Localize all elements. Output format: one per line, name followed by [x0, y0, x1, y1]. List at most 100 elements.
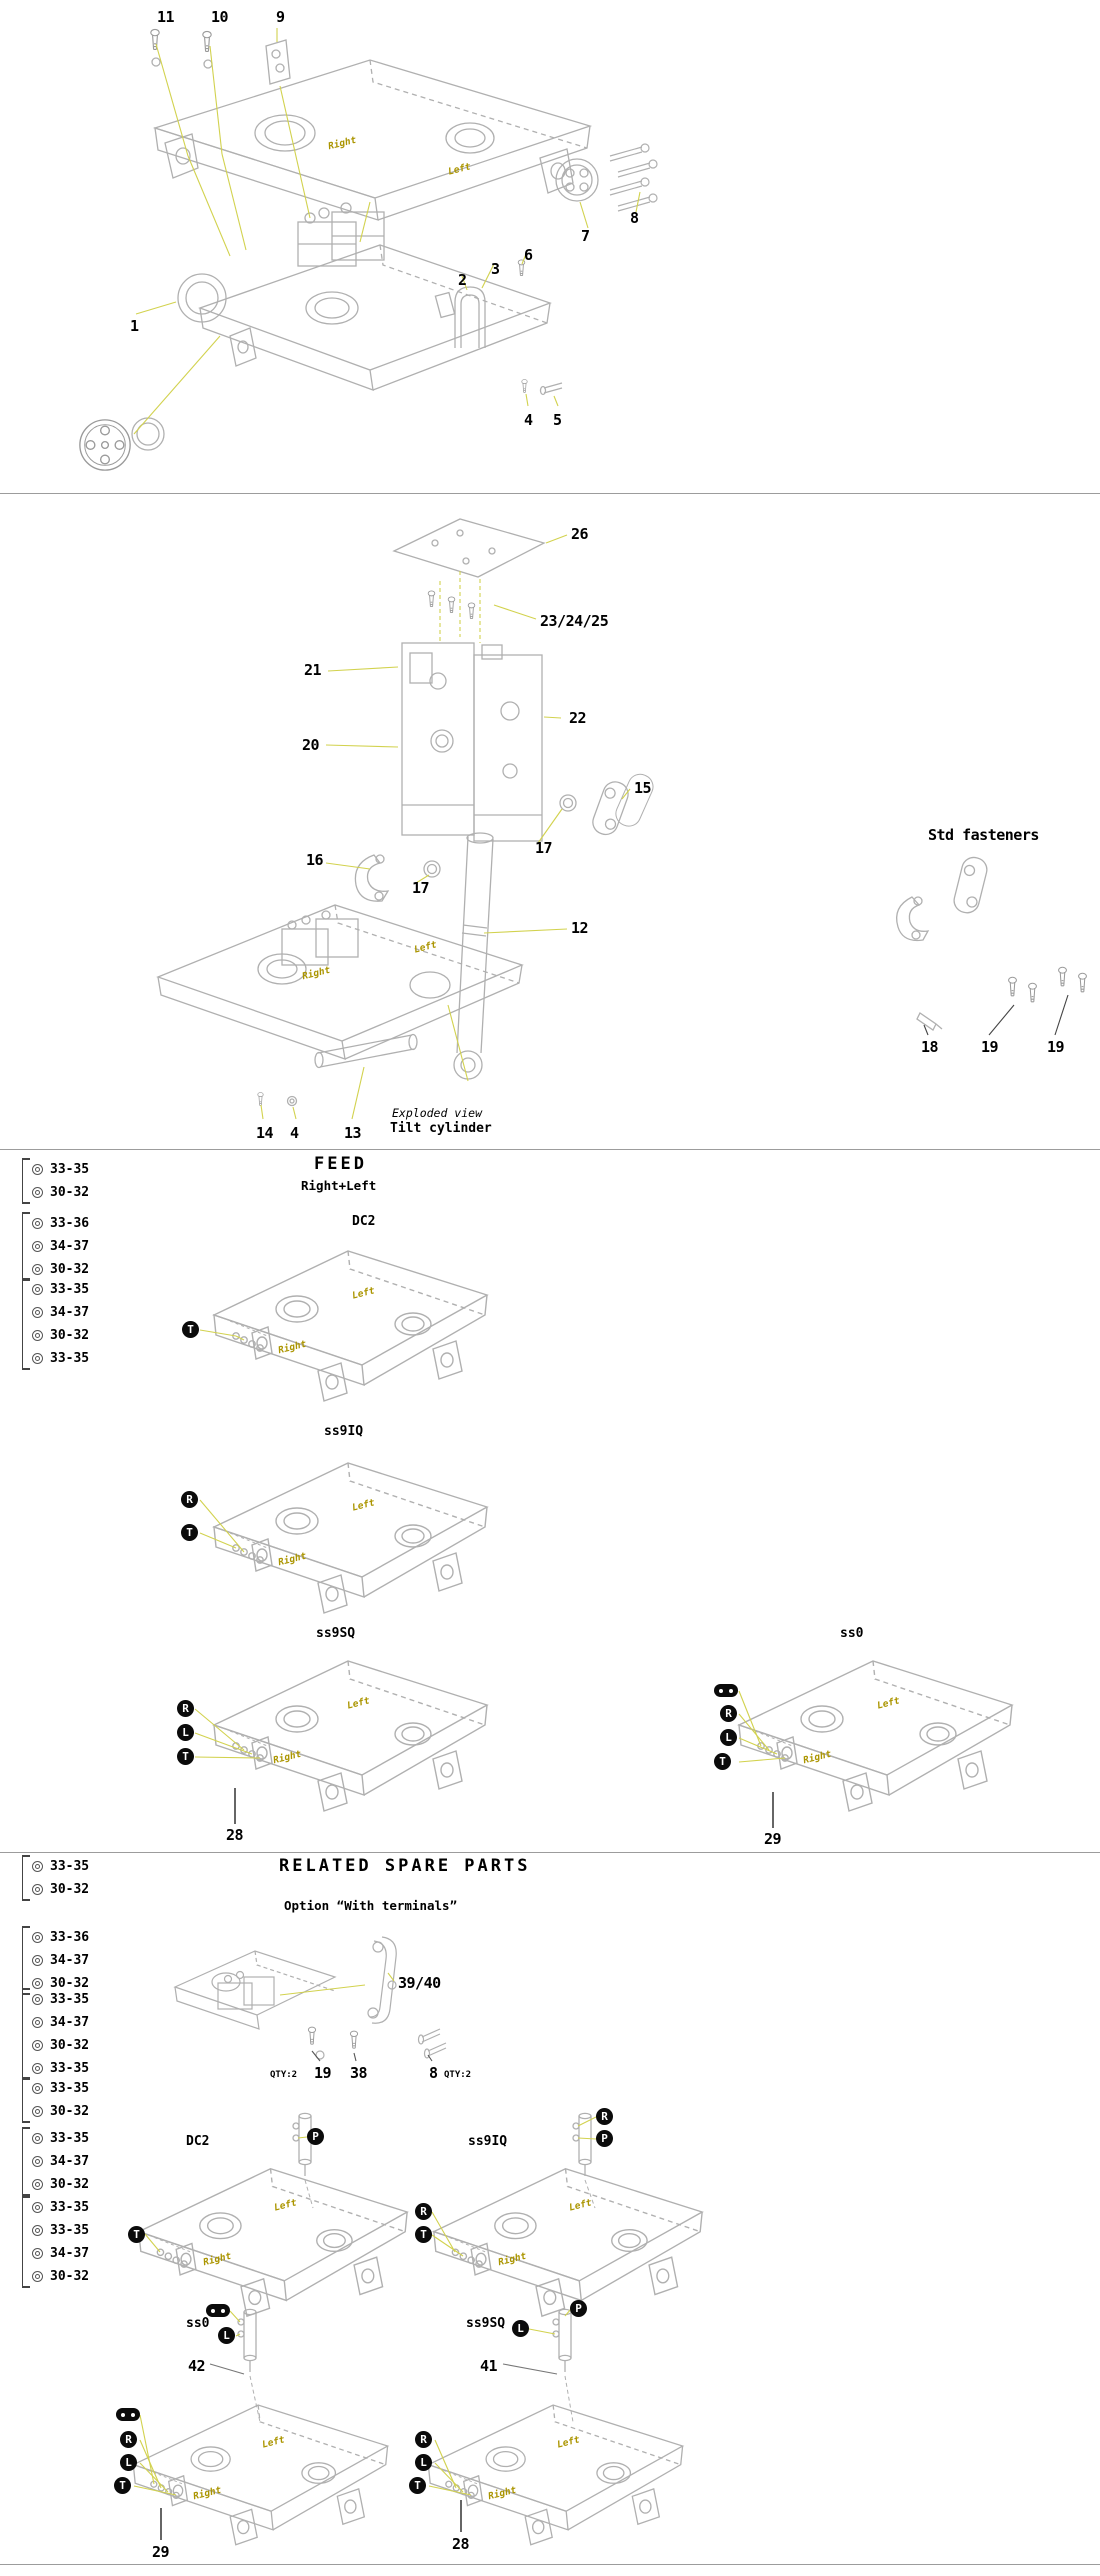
washer-icon: [32, 2271, 43, 2282]
fastener-row: 33-35: [32, 1988, 89, 2011]
leader-lines: [133, 28, 641, 435]
callout-line: [160, 2508, 162, 2540]
fastener-row: 33-35: [32, 1347, 89, 1370]
washer-icon: [32, 2202, 43, 2213]
washer-icon: [32, 2179, 43, 2190]
part-number: 33-35: [50, 2081, 90, 2096]
diagram-label-ss9sq: ss9SQ: [316, 1626, 356, 1641]
washer-icon: [32, 1884, 43, 1895]
callout-21: 21: [304, 661, 322, 679]
callout-41: 41: [480, 2357, 498, 2375]
part-number: 33-35: [50, 1162, 90, 1177]
callout-10: 10: [211, 8, 229, 26]
washer-icon: [32, 1264, 43, 1275]
washer-icon: [32, 1284, 43, 1295]
callout-28: 28: [226, 1826, 244, 1844]
washer-icon: [32, 1978, 43, 1989]
part-number: 30-32: [50, 1328, 90, 1343]
part-number: 33-35: [50, 1859, 90, 1874]
exploded-view-main-frame: [79, 28, 658, 471]
fastener-row: 34-37: [32, 1949, 89, 1972]
feed-frame-ss0: [738, 1660, 1013, 1812]
callout-4b: 4: [290, 1124, 299, 1142]
washer-icon: [32, 1164, 43, 1175]
caption-exploded-view: Exploded view: [392, 1106, 483, 1120]
fastener-row: 33-35: [32, 2219, 89, 2242]
fastener-group: 33-35 33-35 34-37 30-32: [22, 2196, 89, 2288]
dual-port-badge: [714, 1684, 738, 1697]
dual-port-badge: [116, 2408, 140, 2421]
callout-19a: 19: [981, 1038, 999, 1056]
port-badge-t: T: [114, 2477, 131, 2494]
part-number: 33-35: [50, 1282, 90, 1297]
port-badge-l: L: [512, 2320, 529, 2337]
fastener-row: 34-37: [32, 1235, 89, 1258]
part-number: 34-37: [50, 2246, 90, 2261]
washer-icon: [32, 1330, 43, 1341]
fastener-row: 33-35: [32, 1278, 89, 1301]
port-badge-l: L: [120, 2454, 137, 2471]
part-number: 33-35: [50, 2223, 90, 2238]
part-number: 33-35: [50, 2200, 90, 2215]
callout-8b: 8: [429, 2064, 438, 2082]
port-badge-r: R: [415, 2431, 432, 2448]
fastener-row: 33-35: [32, 2127, 89, 2150]
washer-icon: [32, 1955, 43, 1966]
feed-subtitle: Right+Left: [301, 1178, 377, 1193]
fastener-group: 33-35 34-37 30-32 33-35: [22, 1988, 89, 2080]
spare-frame-ss9sq: [427, 2308, 684, 2546]
washer-icon: [32, 1861, 43, 1872]
port-badge-p: P: [596, 2130, 613, 2147]
std-fasteners-title: Std fasteners: [928, 826, 1039, 844]
washer-icon: [32, 1218, 43, 1229]
fastener-group: 33-35 30-32: [22, 1158, 89, 1204]
port-badge-p: P: [307, 2128, 324, 2145]
frame-line-art: [79, 28, 658, 471]
diagram-label-ss9sq: ss9SQ: [466, 2316, 506, 2331]
callout-line: [234, 1788, 236, 1824]
callout-19b: 19: [1047, 1038, 1065, 1056]
washer-icon: [32, 2083, 43, 2094]
washer-icon: [32, 2106, 43, 2117]
callout-11: 11: [157, 8, 175, 26]
port-badge-l: L: [720, 1729, 737, 1746]
washer-icon: [32, 1932, 43, 1943]
port-badge-t: T: [128, 2226, 145, 2243]
part-number: 34-37: [50, 1305, 90, 1320]
fastener-row: 33-35: [32, 2196, 89, 2219]
callout-9: 9: [276, 8, 285, 26]
callout-line: [772, 1792, 774, 1828]
callout-14: 14: [256, 1124, 274, 1142]
diagram-label-ss9iq: ss9IQ: [324, 1424, 364, 1439]
callout-26: 26: [571, 525, 589, 543]
option-terminals-drawing: [173, 1936, 447, 2062]
fastener-row: 34-37: [32, 1301, 89, 1324]
part-number: 34-37: [50, 1953, 90, 1968]
part-number: 34-37: [50, 1239, 90, 1254]
callout-4: 4: [524, 411, 533, 429]
dual-port-badge: [206, 2304, 230, 2317]
diagram-label-dc2: DC2: [352, 1214, 376, 1229]
section-divider: [0, 2564, 1100, 2565]
fastener-row: 33-35: [32, 2057, 89, 2080]
qty-label: QTY:2: [444, 2070, 472, 2080]
port-badge-t: T: [714, 1753, 731, 1770]
feed-frame-ss9iq: [199, 1462, 488, 1614]
port-badge-r: R: [415, 2203, 432, 2220]
fastener-row: 34-37: [32, 2011, 89, 2034]
feed-frame-ss9sq: [194, 1660, 488, 1812]
part-number: 34-37: [50, 2154, 90, 2169]
washer-icon: [32, 1353, 43, 1364]
washer-icon: [32, 2156, 43, 2167]
qty-label: QTY:2: [270, 2070, 298, 2080]
part-number: 30-32: [50, 2177, 90, 2192]
callout-29: 29: [764, 1830, 782, 1848]
part-number: 30-32: [50, 1185, 90, 1200]
washer-icon: [32, 1187, 43, 1198]
fastener-row: 33-35: [32, 1855, 89, 1878]
callout-17b: 17: [412, 879, 430, 897]
fastener-row: 33-35: [32, 1158, 89, 1181]
fastener-row: 30-32: [32, 1258, 89, 1281]
callout-22: 22: [569, 709, 587, 727]
